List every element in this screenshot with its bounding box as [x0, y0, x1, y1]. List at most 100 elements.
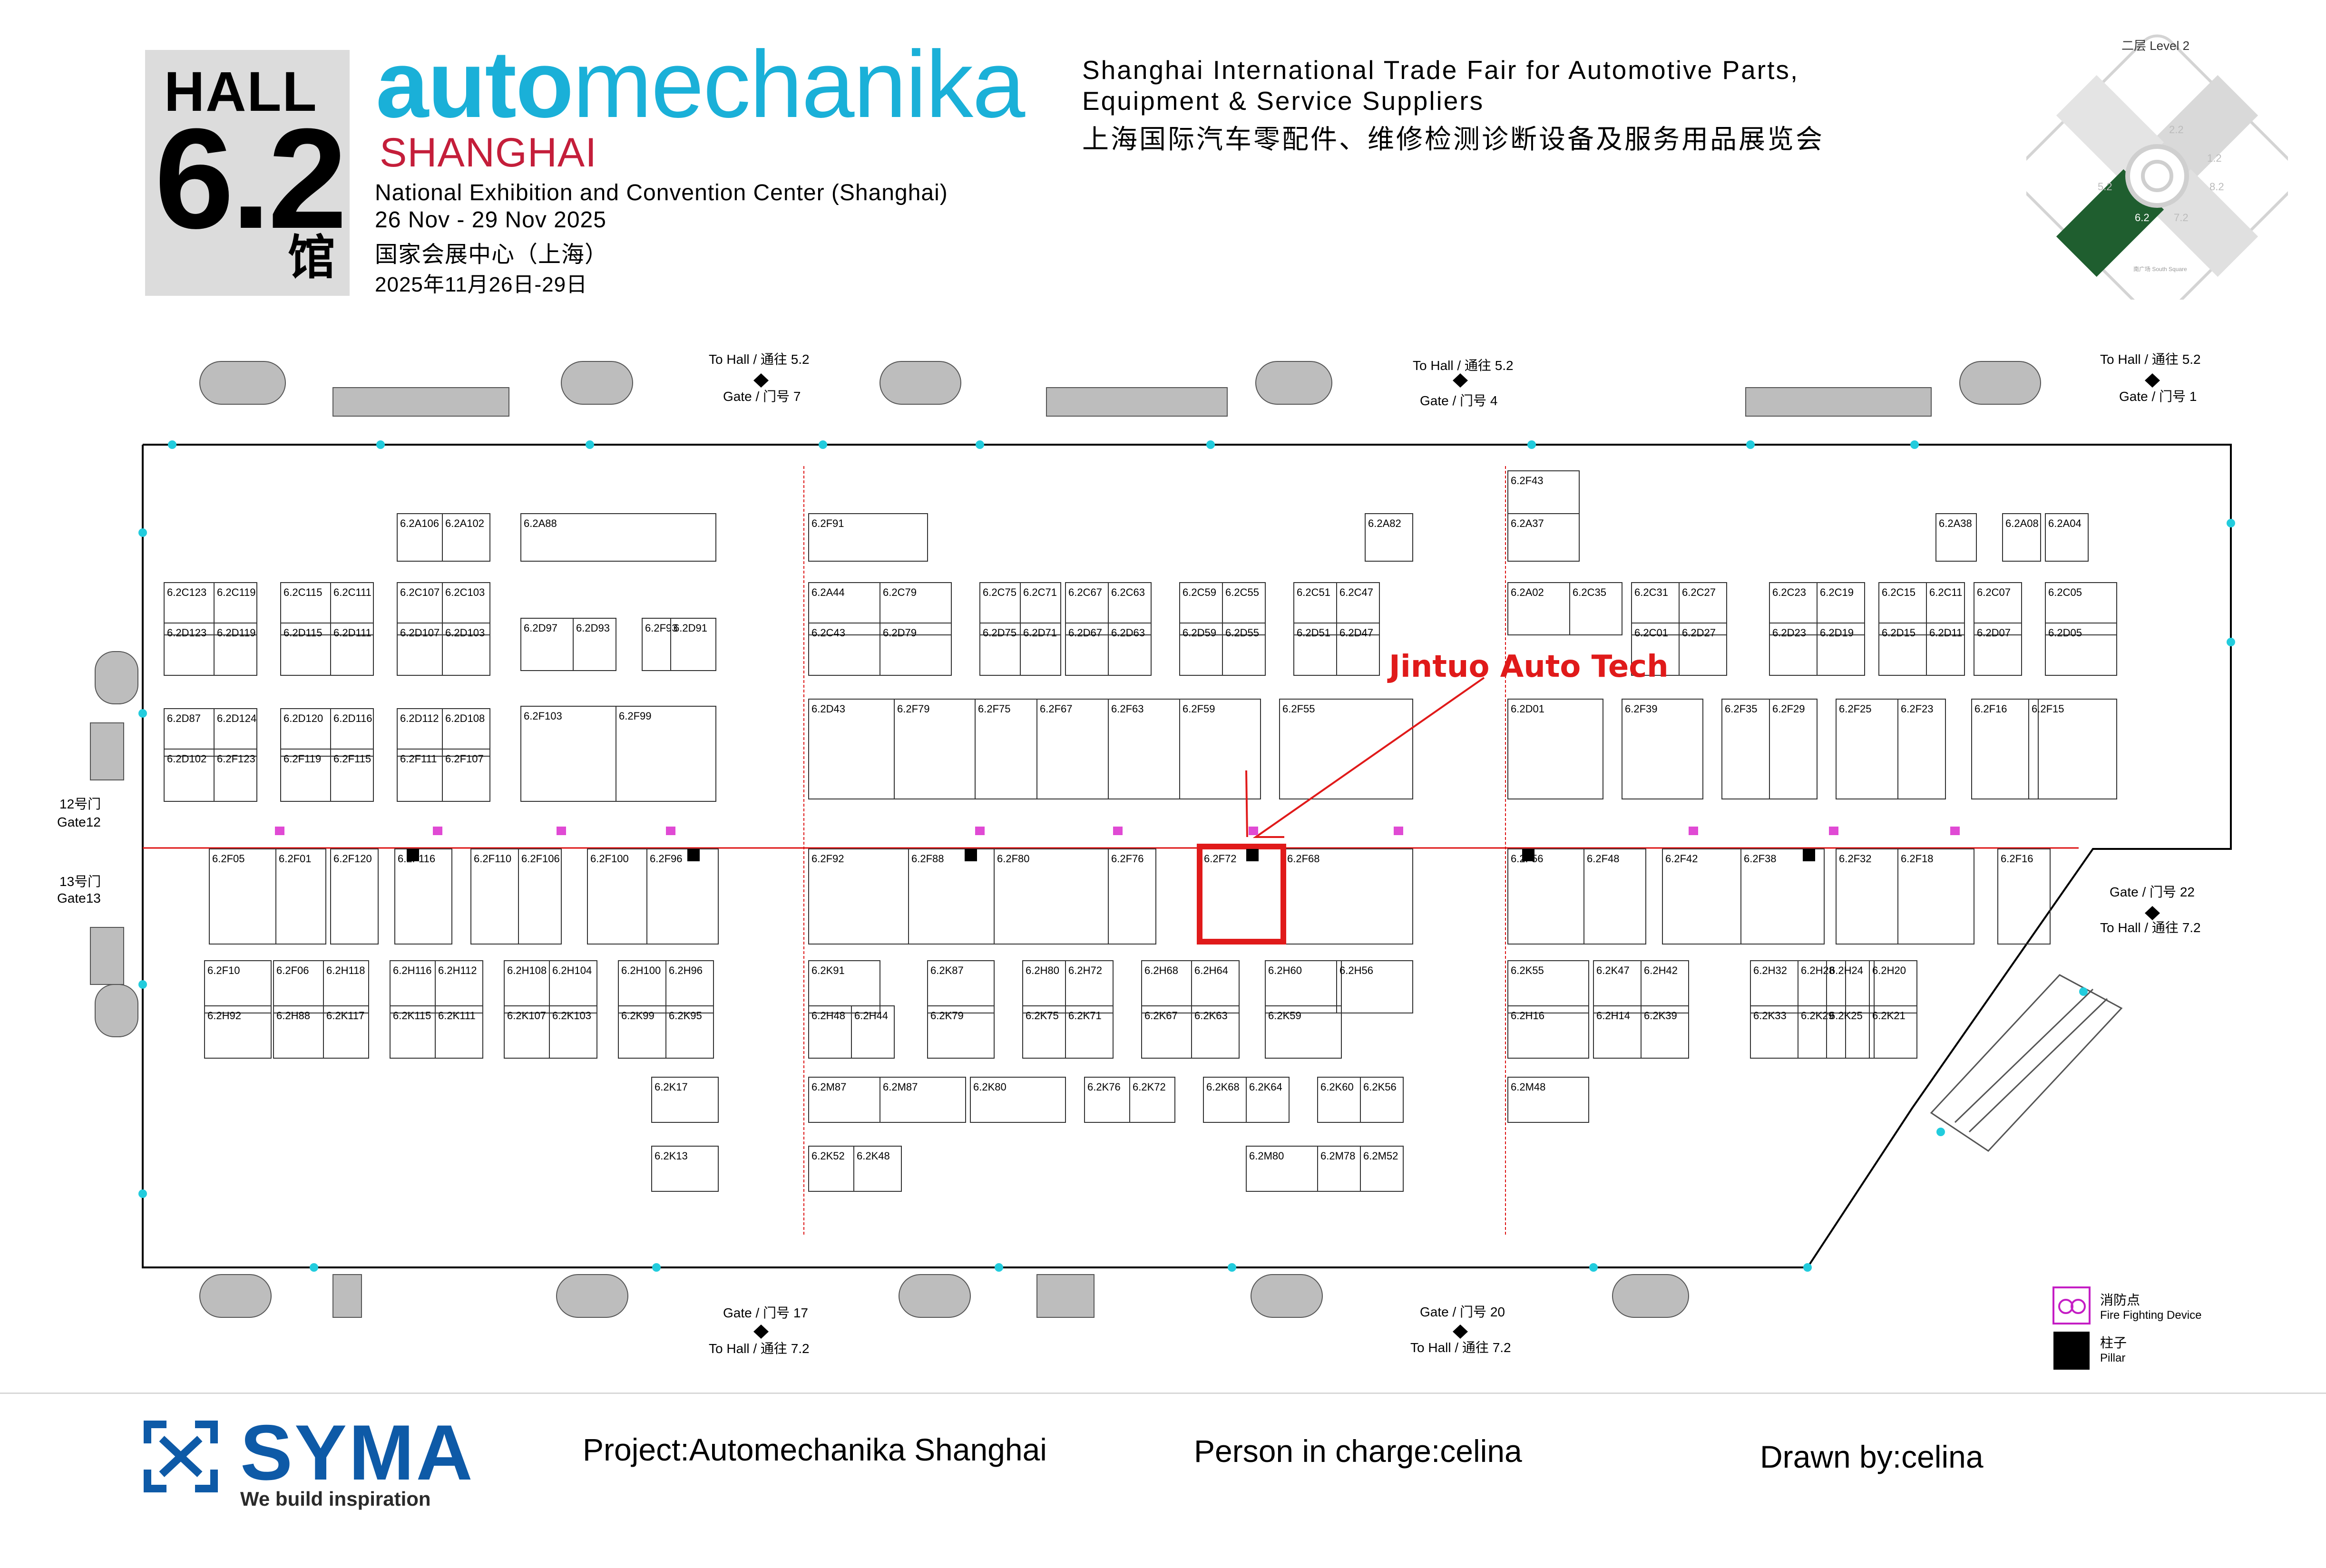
booth[interactable]	[1246, 1077, 1290, 1123]
booth[interactable]	[880, 1077, 966, 1123]
booth[interactable]	[1769, 699, 1818, 799]
booth[interactable]	[880, 623, 952, 676]
booth[interactable]	[1869, 1005, 1917, 1059]
booth[interactable]	[1365, 513, 1413, 562]
booth[interactable]	[330, 582, 374, 635]
booth[interactable]	[851, 1005, 895, 1059]
booth[interactable]	[2045, 513, 2089, 562]
booth[interactable]	[616, 706, 716, 802]
booth[interactable]	[1935, 513, 1977, 562]
booth[interactable]	[1222, 623, 1266, 676]
booth[interactable]	[214, 749, 257, 802]
booth[interactable]	[880, 582, 952, 635]
booth[interactable]	[927, 1005, 995, 1059]
booth[interactable]	[1265, 960, 1342, 1013]
booth[interactable]	[2045, 623, 2117, 676]
booth[interactable]	[1265, 1005, 1342, 1059]
booth[interactable]	[1974, 582, 2022, 635]
booth[interactable]	[1507, 960, 1589, 1013]
booth[interactable]	[1679, 623, 1727, 676]
booth[interactable]	[1798, 1005, 1846, 1059]
booth[interactable]	[1926, 623, 1965, 676]
booth[interactable]	[1336, 960, 1413, 1013]
booth[interactable]	[2045, 582, 2117, 635]
booth[interactable]	[1020, 582, 1061, 635]
booth[interactable]	[442, 623, 490, 676]
booth[interactable]	[1065, 1005, 1114, 1059]
booth[interactable]	[1179, 699, 1261, 799]
booth[interactable]	[520, 513, 716, 562]
booth[interactable]	[1974, 623, 2022, 676]
booth[interactable]	[1108, 848, 1156, 945]
booth[interactable]	[1507, 1005, 1589, 1059]
booth[interactable]	[670, 618, 716, 671]
booth[interactable]	[1897, 848, 1974, 945]
booth[interactable]	[1740, 848, 1825, 945]
booth[interactable]	[1817, 623, 1865, 676]
booth[interactable]	[275, 848, 326, 945]
booth[interactable]	[970, 1077, 1066, 1123]
booth[interactable]	[435, 1005, 483, 1059]
booth[interactable]	[330, 749, 374, 802]
booth[interactable]	[323, 1005, 369, 1059]
booth[interactable]	[1869, 960, 1917, 1013]
booth[interactable]	[2002, 513, 2041, 562]
booth[interactable]	[1191, 960, 1240, 1013]
booth[interactable]	[518, 848, 562, 945]
booth[interactable]	[651, 1077, 719, 1123]
booth[interactable]	[1583, 848, 1646, 945]
booth[interactable]	[1336, 582, 1380, 635]
booth[interactable]	[442, 582, 490, 635]
booth[interactable]	[214, 582, 257, 635]
booth[interactable]	[214, 708, 257, 757]
booth[interactable]	[214, 623, 257, 676]
booth[interactable]	[204, 960, 272, 1013]
booth[interactable]	[853, 1146, 902, 1192]
booth[interactable]	[549, 1005, 597, 1059]
booth[interactable]	[665, 960, 714, 1013]
booth[interactable]	[927, 960, 995, 1013]
booth[interactable]	[204, 1005, 272, 1059]
booth[interactable]	[1360, 1077, 1404, 1123]
booth[interactable]	[442, 749, 490, 802]
booth[interactable]	[549, 960, 597, 1013]
booth[interactable]	[1971, 699, 2039, 799]
booth[interactable]	[1507, 1077, 1589, 1123]
booth[interactable]	[808, 960, 880, 1013]
booth[interactable]	[1222, 582, 1266, 635]
booth[interactable]	[665, 1005, 714, 1059]
booth[interactable]	[330, 623, 374, 676]
booth[interactable]	[1065, 960, 1114, 1013]
booth[interactable]	[330, 708, 374, 757]
booth[interactable]	[330, 848, 379, 945]
booth[interactable]	[1191, 1005, 1240, 1059]
booth[interactable]	[442, 513, 490, 562]
booth[interactable]	[651, 1146, 719, 1192]
booth[interactable]	[1897, 699, 1946, 799]
booth[interactable]	[394, 848, 452, 945]
booth[interactable]	[323, 960, 369, 1013]
booth[interactable]	[1507, 699, 1603, 799]
booth[interactable]	[573, 618, 616, 671]
booth[interactable]	[808, 513, 928, 562]
booth[interactable]	[1926, 582, 1965, 635]
booth[interactable]	[1826, 960, 1875, 1013]
booth[interactable]	[1336, 623, 1380, 676]
booth[interactable]	[1108, 623, 1152, 676]
booth[interactable]	[1020, 623, 1061, 676]
booth[interactable]	[1622, 699, 1703, 799]
booth[interactable]	[442, 708, 490, 757]
booth[interactable]	[1641, 1005, 1689, 1059]
booth[interactable]	[1569, 582, 1622, 635]
booth[interactable]	[1360, 1146, 1404, 1192]
booth[interactable]	[435, 960, 483, 1013]
booth[interactable]	[1679, 582, 1727, 635]
booth[interactable]	[1129, 1077, 1175, 1123]
booth[interactable]	[1108, 582, 1152, 635]
booth[interactable]	[1279, 699, 1413, 799]
booth[interactable]	[2028, 699, 2117, 799]
booth[interactable]	[1641, 960, 1689, 1013]
booth[interactable]	[1507, 513, 1580, 562]
booth[interactable]	[646, 848, 719, 945]
booth[interactable]	[1826, 1005, 1875, 1059]
